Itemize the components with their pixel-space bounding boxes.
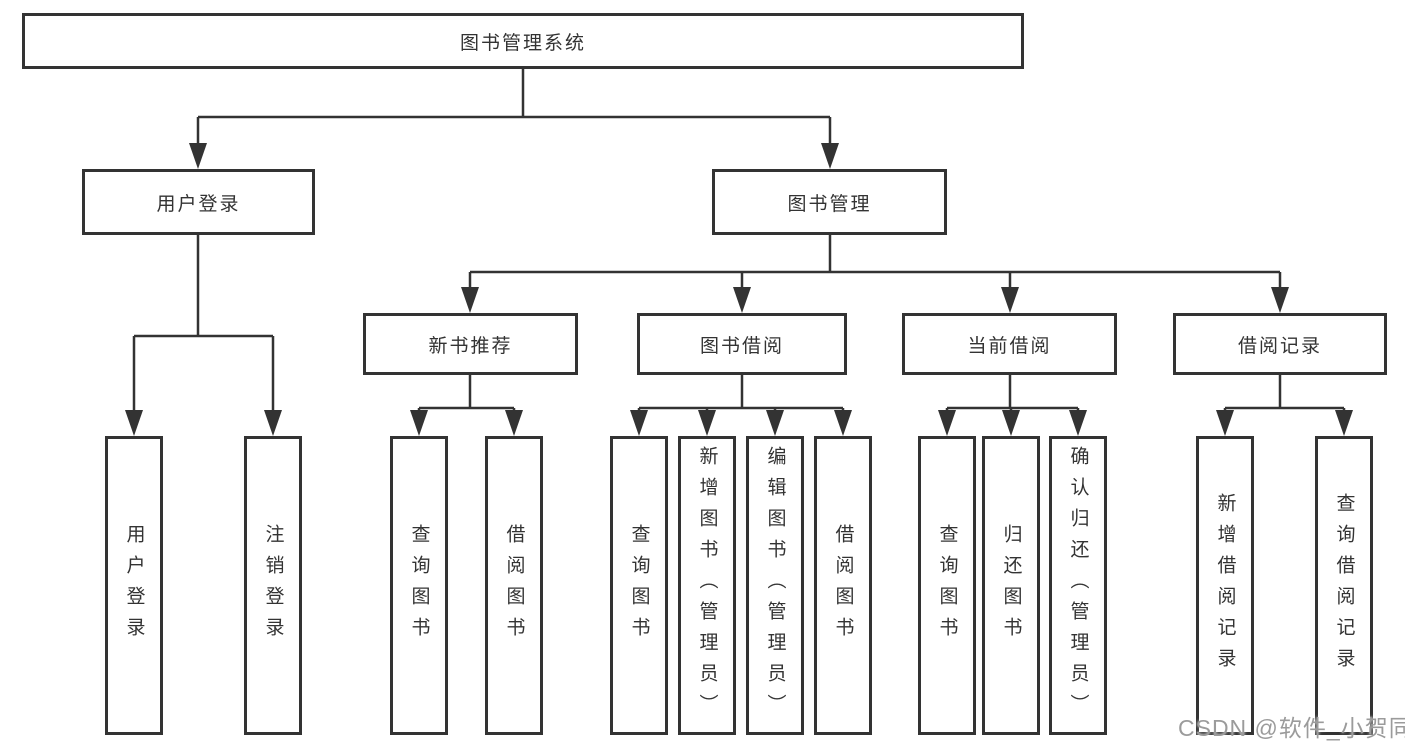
leaf-query-books-borrow: 查询图书: [610, 436, 668, 735]
node-user-login: 用户登录: [82, 169, 315, 235]
leaf-user-login: 用户登录: [105, 436, 163, 735]
connector-book-borrow-branch: [630, 375, 852, 436]
leaf-return-book: 归还图书: [982, 436, 1040, 735]
leaf-logout: 注销登录: [244, 436, 302, 735]
leaf-borrow-books: 借阅图书: [814, 436, 872, 735]
leaf-borrow-books-recommend: 借阅图书: [485, 436, 543, 735]
leaf-query-borrow-record: 查询借阅记录: [1315, 436, 1373, 735]
node-borrow-records: 借阅记录: [1173, 313, 1387, 375]
leaf-confirm-return-admin: 确认归还（管理员）: [1049, 436, 1107, 735]
csdn-watermark: CSDN @软件_小贺同学: [1178, 715, 1405, 741]
connector-new-book-recommend-branch: [410, 375, 523, 436]
connector-current-borrow-branch: [938, 375, 1087, 436]
leaf-query-books-current: 查询图书: [918, 436, 976, 735]
node-book-borrow: 图书借阅: [637, 313, 847, 375]
leaf-edit-book-admin: 编辑图书（管理员）: [746, 436, 804, 735]
leaf-query-books-recommend: 查询图书: [390, 436, 448, 735]
node-new-book-recommend: 新书推荐: [363, 313, 578, 375]
node-library-management-system: 图书管理系统: [22, 13, 1024, 69]
leaf-add-borrow-record: 新增借阅记录: [1196, 436, 1254, 735]
connector-user-login-branch: [125, 235, 282, 436]
connector-book-management-to-level3: [461, 235, 1289, 313]
connector-borrow-records-branch: [1216, 375, 1353, 436]
leaf-add-book-admin: 新增图书（管理员）: [678, 436, 736, 735]
node-current-borrow: 当前借阅: [902, 313, 1117, 375]
node-book-management: 图书管理: [712, 169, 947, 235]
connector-root-to-level2: [189, 69, 839, 169]
